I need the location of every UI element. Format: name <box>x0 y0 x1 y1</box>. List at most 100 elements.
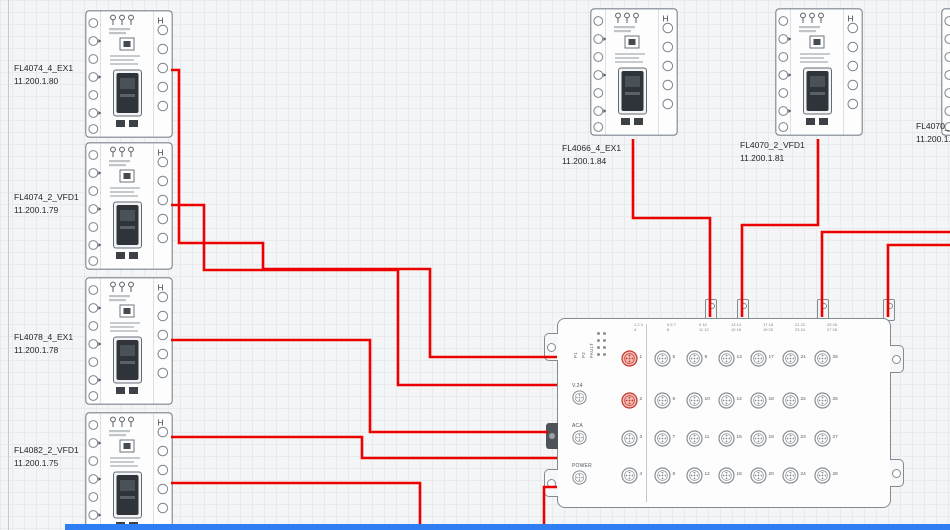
port-column-numbers: 9 10 11 12 <box>699 322 709 332</box>
device-label[interactable]: FL4070_2_VFD1 11.200.1.81 <box>740 139 805 165</box>
switch-port-1: 1 <box>621 350 642 367</box>
switch-port-14: 14 <box>718 392 742 409</box>
device-module-partial[interactable] <box>941 8 950 136</box>
switch-port-13: 13 <box>718 350 742 367</box>
device-ip: 11.200.1.78 <box>14 345 59 355</box>
device-module-fl4066-4-ex1[interactable] <box>590 8 678 136</box>
blue-line[interactable] <box>65 524 950 530</box>
device-label[interactable]: FL4074_4_EX1 11.200.1.80 <box>14 62 73 88</box>
device-ip: 11.200.1. <box>916 134 950 144</box>
mounting-hole <box>547 343 556 352</box>
device-ip: 11.200.1.84 <box>562 156 607 166</box>
port-column-numbers: 5 6 7 8 <box>667 322 676 332</box>
port-column-numbers: 21 22 23 24 <box>795 322 806 332</box>
device-module-fl4074-2-vfd1[interactable] <box>85 142 173 270</box>
panel-divider <box>646 324 647 502</box>
connection-wire-7[interactable] <box>631 139 712 317</box>
device-module-fl4074-4-ex1[interactable] <box>85 10 173 138</box>
device-label[interactable]: FL4074_2_VFD1 11.200.1.79 <box>14 191 79 217</box>
switch-port-11: 11 <box>686 430 709 447</box>
port-column-numbers: 1 2 3 4 <box>634 322 643 332</box>
mounting-tab <box>890 459 904 487</box>
page-edge-line <box>8 0 9 530</box>
mounting-tab <box>544 333 558 361</box>
mounting-tab <box>890 345 904 373</box>
mounting-tab <box>544 469 558 497</box>
connection-wire-2[interactable] <box>171 203 557 387</box>
connection-wire-5[interactable] <box>171 481 422 530</box>
device-label[interactable]: FL4070_ 11.200.1. <box>916 120 950 146</box>
device-name: FL4070_2_VFD1 <box>740 140 805 150</box>
connection-wire-4[interactable] <box>171 435 557 460</box>
device-ip: 11.200.1.81 <box>740 153 785 163</box>
mounting-hole <box>547 479 556 488</box>
switch-port-21: 21 <box>782 350 806 367</box>
switch-port-7: 7 <box>654 430 675 447</box>
connection-wire-3[interactable] <box>171 338 548 434</box>
port-column-numbers: 25 26 27 28 <box>827 322 838 332</box>
switch-port-18: 18 <box>750 392 774 409</box>
wireless-module-graphic <box>590 8 678 136</box>
switch-port-5: 5 <box>654 350 675 367</box>
switch-port-24: 24 <box>782 467 806 484</box>
device-name: FL4070_ <box>916 121 950 131</box>
aca-label: ACA <box>572 423 583 429</box>
switch-port-26: 26 <box>814 392 838 409</box>
switch-port-17: 17 <box>750 350 774 367</box>
device-module-fl4070-2-vfd1[interactable] <box>775 8 863 136</box>
switch-port-6: 6 <box>654 392 675 409</box>
v24-port: V.24 <box>572 383 587 405</box>
switch-port-20: 20 <box>750 467 774 484</box>
device-name: FL4082_2_VFD1 <box>14 445 79 455</box>
switch-port-28: 28 <box>814 467 838 484</box>
switch-port-4: 4 <box>621 467 642 484</box>
aca-port: ACA <box>572 423 587 445</box>
mounting-hole <box>892 469 901 478</box>
wireless-module-graphic <box>941 8 950 136</box>
power-port: POWER <box>572 463 592 485</box>
device-name: FL4066_4_EX1 <box>562 143 622 153</box>
wireless-module-graphic <box>85 10 173 138</box>
device-module-fl4082-2-vfd1[interactable] <box>85 412 173 530</box>
connection-wire-8[interactable] <box>740 139 820 317</box>
mounting-hole <box>892 355 901 364</box>
switch-port-8: 8 <box>654 467 675 484</box>
power-label: POWER <box>572 463 592 469</box>
wireless-module-graphic <box>775 8 863 136</box>
switch-port-9: 9 <box>686 350 707 367</box>
wireless-module-graphic <box>85 277 173 405</box>
connection-wire-10[interactable] <box>886 243 950 317</box>
connection-wire-1[interactable] <box>171 68 557 359</box>
port-column-numbers: 13 14 15 16 <box>731 322 742 332</box>
switch-port-2: 2 <box>621 392 642 409</box>
port-column-numbers: 17 18 19 20 <box>763 322 774 332</box>
switch-port-12: 12 <box>686 467 710 484</box>
switch-port-3: 3 <box>621 430 642 447</box>
wireless-module-graphic <box>85 142 173 270</box>
device-label[interactable]: FL4066_4_EX1 11.200.1.84 <box>562 142 621 168</box>
ground-lug <box>546 423 558 449</box>
v24-label: V.24 <box>572 383 583 389</box>
led-dots <box>597 332 608 359</box>
device-name: FL4078_4_EX1 <box>14 332 74 342</box>
switch-port-27: 27 <box>814 430 838 447</box>
switch-port-23: 23 <box>782 430 806 447</box>
device-label[interactable]: FL4078_4_EX1 11.200.1.78 <box>14 331 73 357</box>
switch-port-15: 15 <box>718 430 742 447</box>
device-ip: 11.200.1.79 <box>14 205 59 215</box>
device-module-fl4078-4-ex1[interactable] <box>85 277 173 405</box>
switch-port-10: 10 <box>686 392 710 409</box>
device-name: FL4074_2_VFD1 <box>14 192 79 202</box>
switch-port-22: 22 <box>782 392 806 409</box>
device-name: FL4074_4_EX1 <box>14 63 74 73</box>
status-led-cluster: P1 P2 FAULT <box>573 330 608 359</box>
switch-port-19: 19 <box>750 430 774 447</box>
switch-port-16: 16 <box>718 467 742 484</box>
device-ip: 11.200.1.80 <box>14 76 59 86</box>
wireless-module-graphic <box>85 412 173 530</box>
switch-port-25: 25 <box>814 350 838 367</box>
device-label[interactable]: FL4082_2_VFD1 11.200.1.75 <box>14 444 79 470</box>
